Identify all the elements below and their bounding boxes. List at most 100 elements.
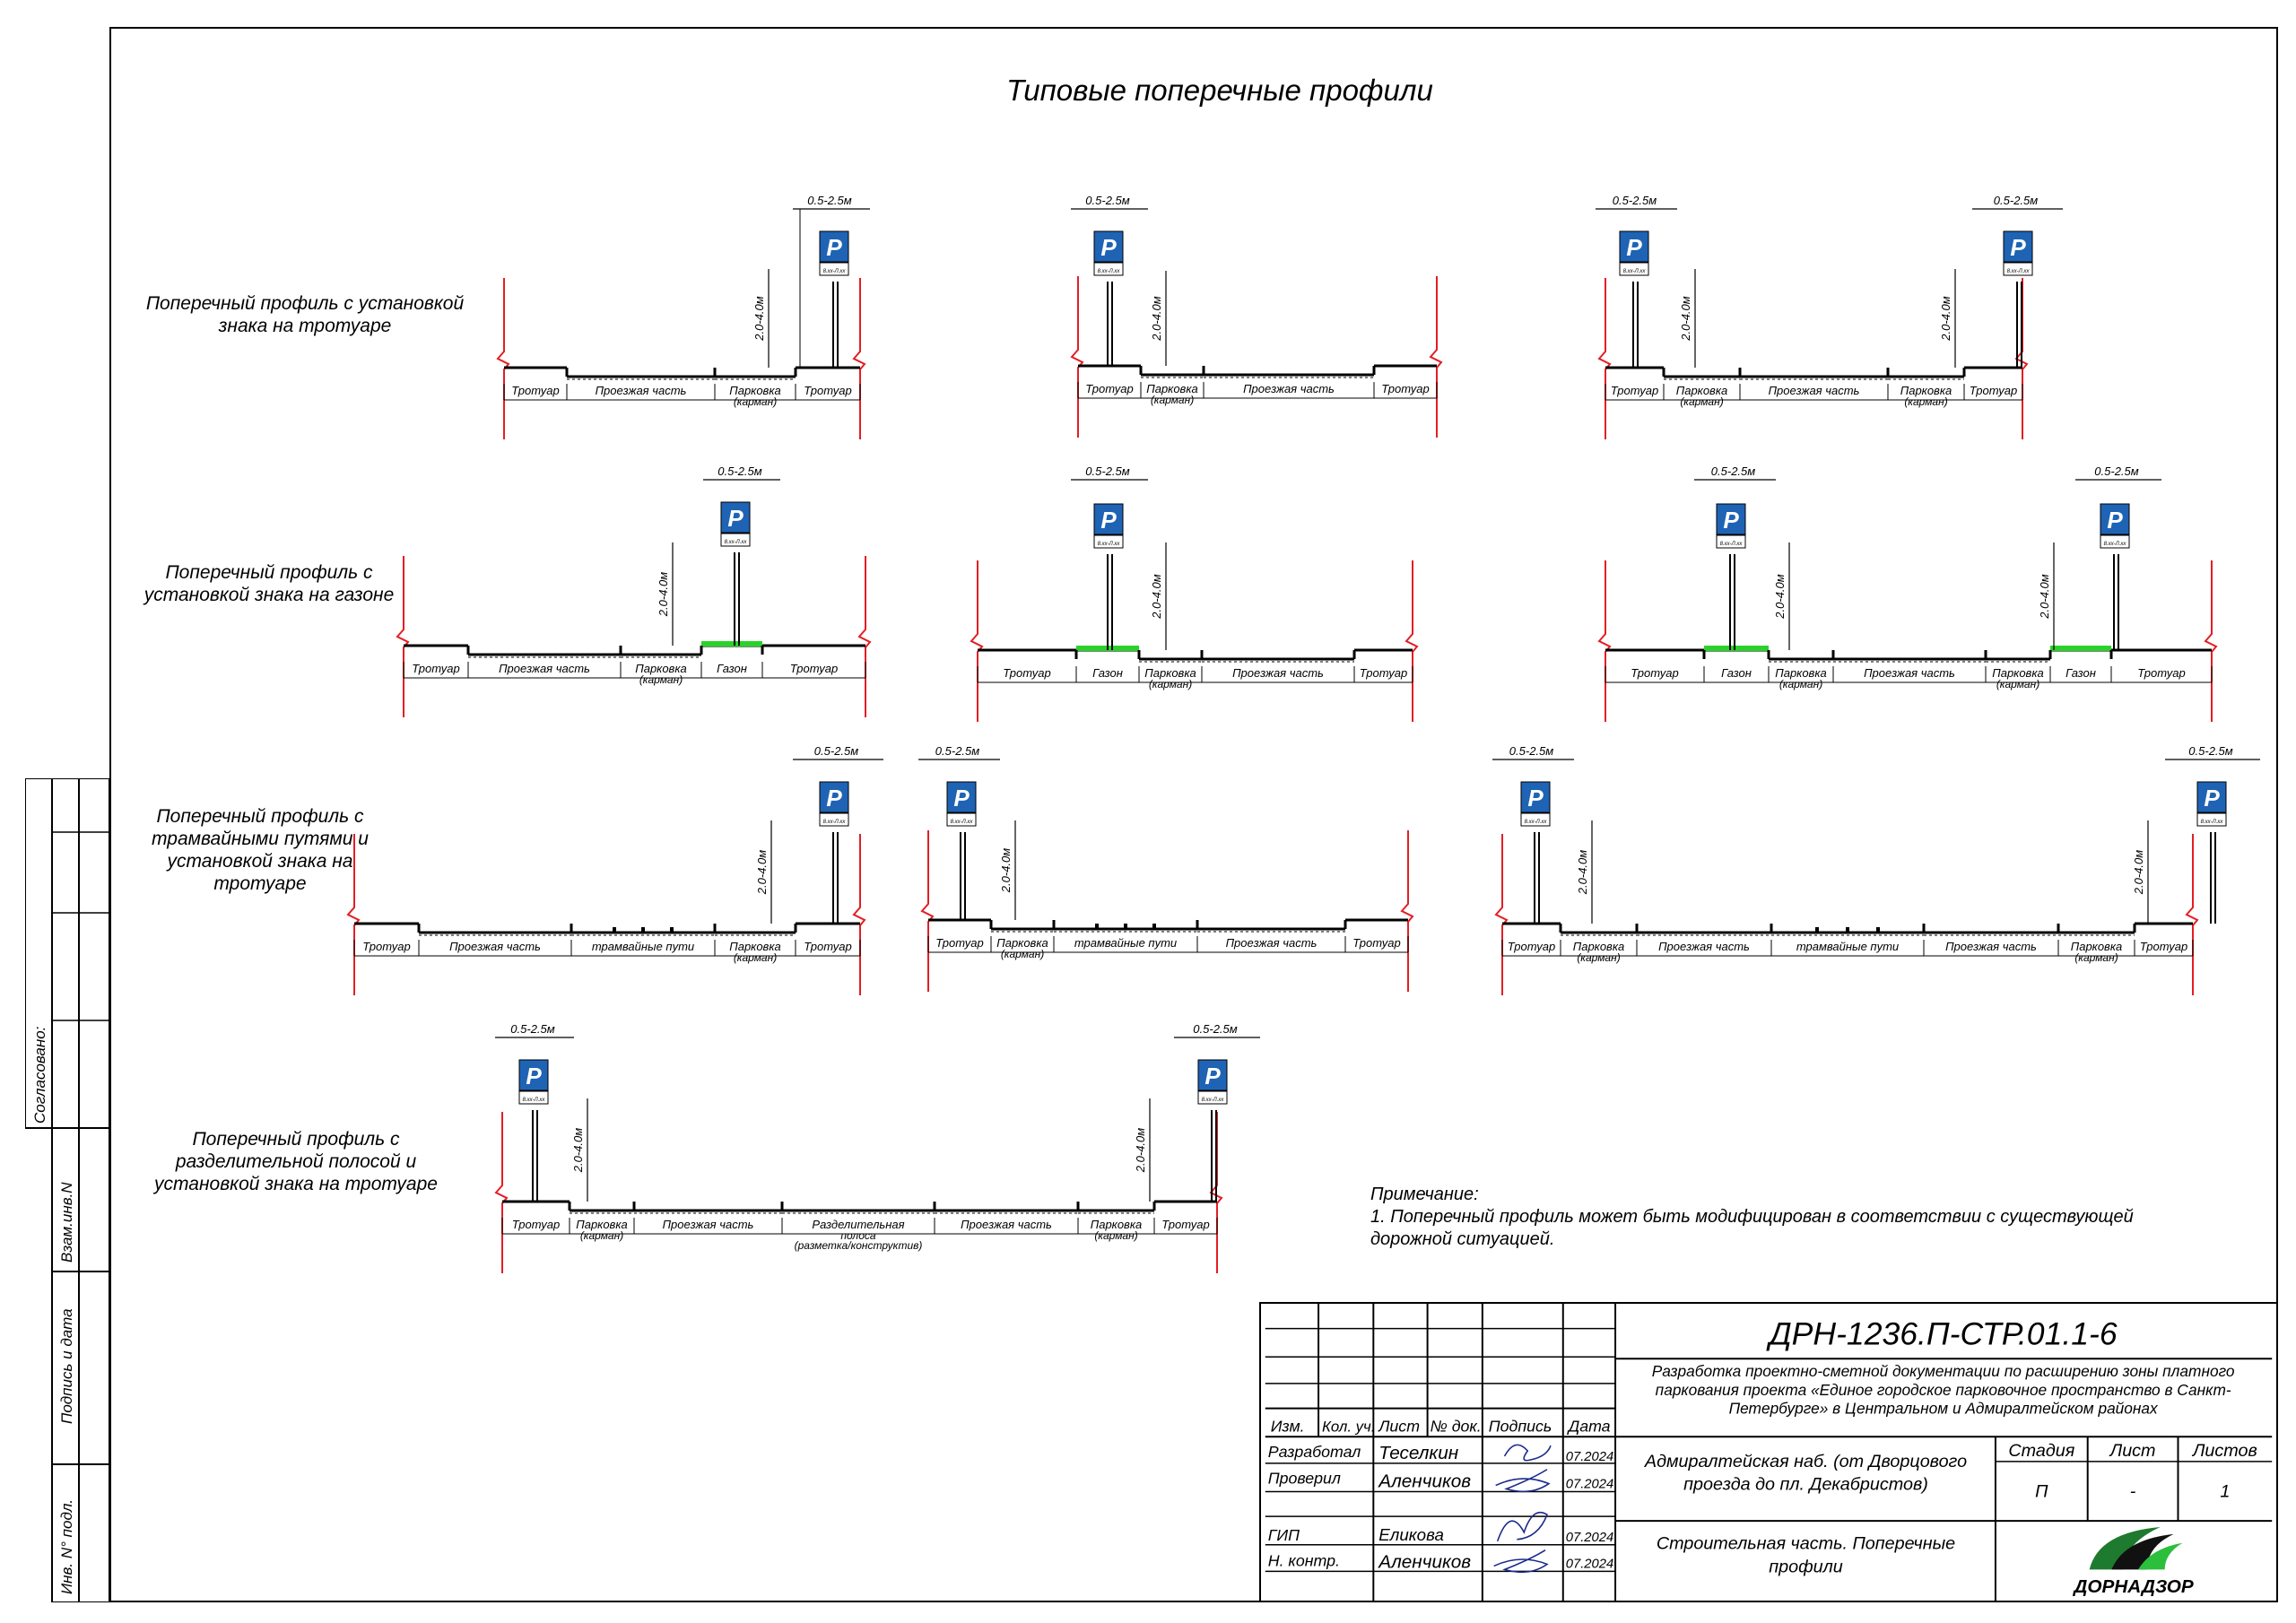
sheets-value: 1 — [2220, 1481, 2230, 1501]
sign-r2d-plate — [2100, 503, 2130, 535]
sign-r2a-subplate-text: 8.xx-Л.xx — [725, 540, 748, 545]
dim-height-label: 2.0-4.0м — [1773, 574, 1787, 619]
stamp-project: Разработка проектно-сметной документации… — [1651, 1362, 2235, 1418]
side-sign-date: Подпись и дата — [58, 1308, 75, 1424]
sign-r3d-subplate-text: 8.xx-Л.xx — [2201, 820, 2224, 825]
sign-r1b-letter: P — [1100, 234, 1117, 261]
note-text: 1. Поперечный профиль может быть модифиц… — [1370, 1207, 2134, 1249]
break-line — [396, 556, 410, 717]
dim-offset-label: 0.5-2.5м — [935, 744, 979, 758]
zone-label-sw: Тротуар — [1003, 666, 1050, 680]
dim-offset-label: 0.5-2.5м — [2094, 464, 2138, 478]
sign-r1c-subplate — [1619, 262, 1649, 276]
dim-offset-label: 0.5-2.5м — [510, 1022, 554, 1036]
dim-height-label: 2.0-4.0м — [2132, 850, 2145, 895]
rail — [613, 927, 616, 933]
zone-label-park: Парковка — [1992, 666, 2043, 680]
sign-r4b-letter: P — [1205, 1063, 1221, 1089]
zone-label-pocket: (карман) — [1094, 1229, 1137, 1242]
stamp-doc: № док. — [1431, 1417, 1482, 1435]
zone-label-pocket: (карман) — [1149, 678, 1192, 690]
sign-r2a-letter: P — [727, 505, 744, 532]
sign-r4b-subplate — [1197, 1090, 1228, 1105]
break-line — [2185, 834, 2199, 995]
zone-label-lawn: Газон — [2066, 666, 2096, 680]
stamp-date-h: Дата — [1567, 1417, 1611, 1435]
sign-r1b-subplate — [1093, 262, 1124, 276]
sign-r2c-plate — [1716, 503, 1746, 535]
zone-label-park: Парковка — [1900, 384, 1952, 397]
zone-label-park: Парковка — [1146, 382, 1197, 395]
role-4: Н. контр. — [1268, 1551, 1340, 1569]
dim-height-label: 2.0-4.0м — [571, 1128, 585, 1173]
stamp-kol: Кол. уч. — [1322, 1418, 1375, 1435]
zone-label-sw: Тротуар — [362, 940, 410, 953]
zone-label-pocket: (карман) — [1001, 948, 1044, 960]
page-title: Типовые поперечные профили — [1006, 74, 1433, 107]
sign-r3d-plate — [2196, 781, 2227, 813]
zone-label-divider3: (разметка/конструктив) — [795, 1239, 923, 1252]
side-inv-orig: Инв. N° подл. — [58, 1499, 75, 1594]
zone-label-tram: трамвайные пути — [1074, 936, 1177, 950]
date-2: 07.2024 — [1566, 1478, 1614, 1492]
stage-value: П — [2035, 1481, 2048, 1501]
zone-label-lawn: Газон — [1092, 666, 1123, 680]
rail — [670, 927, 674, 933]
dim-offset-label: 0.5-2.5м — [1085, 464, 1129, 478]
dim-offset-label: 0.5-2.5м — [1509, 744, 1553, 758]
zone-label-sw: Тротуар — [511, 384, 559, 397]
dim-offset-label: 0.5-2.5м — [718, 464, 761, 478]
sign-r3c-subplate — [1520, 812, 1551, 827]
zone-label-park: Парковка — [1144, 666, 1196, 680]
sign-r1a-letter: P — [826, 234, 842, 261]
zone-label-pocket: (карман) — [2074, 951, 2118, 964]
zone-label-pocket: (карман) — [1151, 394, 1194, 406]
zone-label-road: Проезжая часть — [961, 1218, 1052, 1231]
sign-r2b-subplate-text: 8.xx-Л.xx — [1098, 542, 1121, 547]
sign-r1a-subplate — [819, 262, 849, 276]
sign-r3d-subplate — [2196, 812, 2227, 827]
row-label-3: Поперечный профиль с трамвайными путями … — [152, 806, 369, 894]
zone-label-park: Парковка — [729, 384, 780, 397]
zone-label-road: Проезжая часть — [1864, 666, 1955, 680]
sign-r1a-plate — [819, 230, 849, 263]
zone-label-sw: Тротуар — [512, 1218, 560, 1231]
note-heading: Примечание: — [1370, 1185, 1479, 1204]
break-line — [857, 556, 872, 717]
zone-label-road: Проезжая часть — [1226, 936, 1318, 950]
dim-offset-label: 0.5-2.5м — [1613, 194, 1657, 207]
zone-label-divider2: полоса — [840, 1229, 875, 1242]
break-line — [1494, 834, 1509, 995]
dim-height-label: 2.0-4.0м — [657, 572, 670, 617]
sign-r2b-letter: P — [1100, 507, 1117, 534]
sign-r3d-letter: P — [2204, 785, 2220, 812]
sign-r2a-subplate — [720, 533, 751, 547]
sign-r3a-subplate — [819, 812, 849, 827]
sign-r4a-subplate — [518, 1090, 549, 1105]
zone-label-sw: Тротуар — [804, 940, 851, 953]
stage-header: Стадия — [2008, 1441, 2074, 1461]
zone-label-tram: трамвайные пути — [1796, 940, 1899, 953]
break-line — [496, 278, 510, 439]
zone-label-sw: Тротуар — [1360, 666, 1407, 680]
sign-r1d-subplate — [2003, 262, 2033, 276]
name-1: Теселкин — [1378, 1443, 1458, 1463]
zone-label-road: Проезжая часть — [1232, 666, 1324, 680]
sign-r3a-letter: P — [826, 785, 842, 812]
zone-label-sw: Тротуар — [2140, 940, 2187, 953]
break-line — [1597, 278, 1612, 439]
sign-r3a-plate — [819, 781, 849, 813]
row-label-4: Поперечный профиль с разделительной поло… — [154, 1129, 438, 1194]
break-line — [1597, 560, 1612, 722]
break-line — [920, 830, 935, 992]
sign-r2d-subplate — [2100, 534, 2130, 549]
date-1: 07.2024 — [1566, 1450, 1614, 1464]
zone-label-sw: Тротуар — [935, 936, 983, 950]
zone-label-sw: Тротуар — [1508, 940, 1555, 953]
dim-offset-label: 0.5-2.5м — [814, 744, 858, 758]
drawing-frame — [109, 27, 2278, 1602]
logo-text: ДОРНАДЗОР — [2072, 1576, 2194, 1597]
rail — [641, 927, 645, 933]
rail — [1095, 924, 1099, 929]
dim-offset-label: 0.5-2.5м — [1193, 1022, 1237, 1036]
